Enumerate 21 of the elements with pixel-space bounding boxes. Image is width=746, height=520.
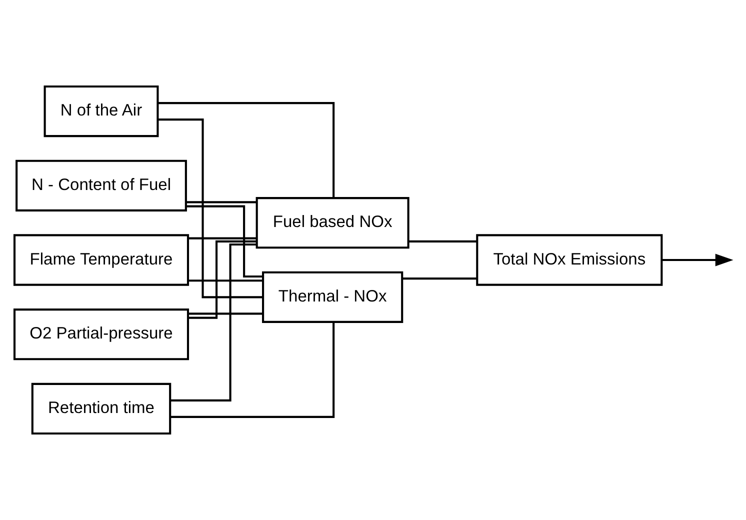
node-box: Flame Temperature: [13, 234, 190, 286]
node-box: Thermal - NOx: [262, 271, 404, 323]
connector: [408, 240, 477, 242]
connector: [186, 205, 263, 278]
connector: [188, 280, 263, 282]
connector: [158, 118, 263, 298]
connector: [188, 237, 257, 240]
node-box: N - Content of Fuel: [16, 160, 187, 212]
connector: [188, 312, 263, 315]
arrow: [662, 254, 734, 266]
node-box: Total NOx Emissions: [476, 234, 663, 286]
connector: [170, 243, 257, 402]
node-box: O2 Partial-pressure: [13, 308, 190, 360]
connector: [186, 201, 257, 204]
connector: [402, 278, 477, 280]
connector: [188, 240, 256, 319]
node-box: Retention time: [31, 382, 172, 435]
node-box: Fuel based NOx: [256, 197, 410, 249]
connector: [170, 322, 335, 418]
node-box: N of the Air: [44, 85, 159, 138]
connector: [158, 102, 335, 198]
